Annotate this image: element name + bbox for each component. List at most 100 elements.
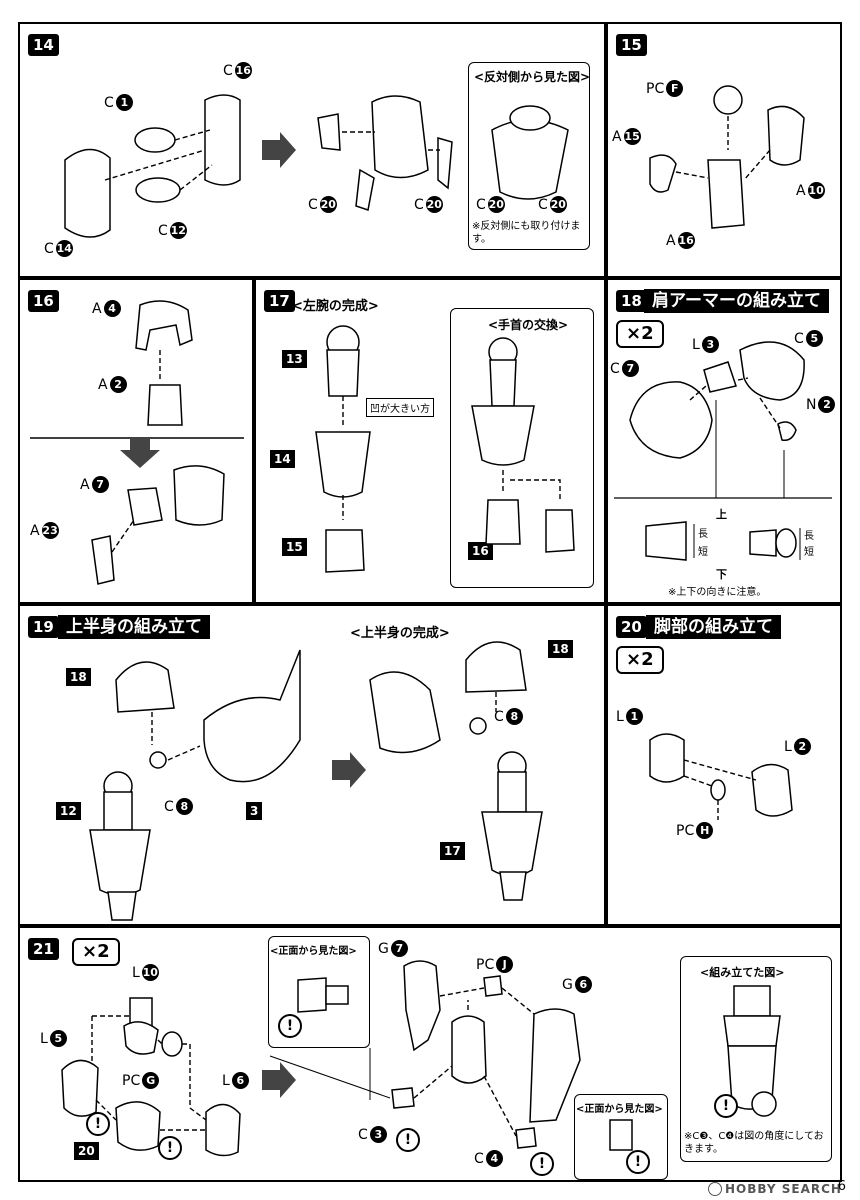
step-21-assembled-box (680, 956, 832, 1162)
step-14-opposite-view-box (468, 62, 590, 250)
step-15-panel (606, 22, 842, 278)
step-21-panel (18, 926, 842, 1182)
step-18-number: 18 (616, 290, 647, 312)
step-15-number: 15 (616, 34, 647, 56)
warning-icon-6: ! (626, 1150, 650, 1174)
ref-part-18-a: 18 (66, 668, 91, 686)
step-19-number: 19 (28, 616, 59, 638)
warning-icon-4: ! (396, 1128, 420, 1152)
step-21-note: ※C❸、C❹は図の角度にしておきます。 (684, 1131, 824, 1155)
step-21-front-view2-box (574, 1094, 668, 1180)
ref-part-15: 15 (282, 538, 307, 556)
step-16-panel (18, 278, 254, 604)
step-20-number: 20 (616, 616, 647, 638)
step-18-long-b: 長 (804, 531, 814, 542)
step-14-note: ※反対側にも取り付けます。 (472, 221, 581, 245)
page-number: 6 (837, 1179, 846, 1194)
step-18-long-a: 長 (698, 529, 708, 540)
step-18-up: 上 (716, 508, 727, 521)
warning-icon-7: ! (714, 1094, 738, 1118)
step-17-panel (254, 278, 606, 604)
ref-part-14: 14 (270, 450, 295, 468)
step-19-complete-label: <上半身の完成> (350, 626, 450, 641)
step-19-panel (18, 604, 606, 926)
step-21-front-view-box (268, 936, 370, 1048)
step-20-panel (606, 604, 842, 926)
step-18-short-a: 短 (698, 547, 708, 558)
step-18-short-b: 短 (804, 547, 814, 558)
step-21-front-view2-label: <正面から見た図> (576, 1104, 663, 1115)
step-19-big-arrow (332, 752, 366, 788)
step-17-wrist-title: <手首の交換> (488, 318, 569, 332)
ref-part-17: 17 (440, 842, 465, 860)
step-18-title: 肩アーマーの組み立て (644, 289, 829, 313)
step-17-tag: 凹が大きい方 (366, 398, 434, 417)
ref-part-3: 3 (246, 802, 263, 820)
step-17-number: 17 (264, 290, 295, 312)
ref-part-12: 12 (56, 802, 81, 820)
ref-part-16: 16 (468, 542, 493, 560)
step-18-count: ×2 (616, 320, 664, 348)
step-19-title: 上半身の組み立て (58, 615, 210, 639)
step-14-opposite-view-label: <反対側から見た図> (474, 70, 591, 84)
step-14-number: 14 (28, 34, 59, 56)
step-16-number: 16 (28, 290, 59, 312)
ref-part-13: 13 (282, 350, 307, 368)
warning-icon-2: ! (158, 1136, 182, 1160)
step-16-big-arrow (120, 438, 160, 468)
step-20-title: 脚部の組み立て (646, 615, 781, 639)
warning-icon-5: ! (530, 1152, 554, 1176)
watermark: HOBBY SEARCH (708, 1182, 842, 1196)
warning-icon-1: ! (86, 1112, 110, 1136)
warning-icon-3: ! (278, 1014, 302, 1038)
step-18-note: ※上下の向きに注意。 (668, 587, 767, 598)
step-21-front-view-label: <正面から見た図> (270, 946, 357, 957)
step-21-number: 21 (28, 938, 59, 960)
step-18-panel (606, 278, 842, 604)
step-20-count: ×2 (616, 646, 664, 674)
